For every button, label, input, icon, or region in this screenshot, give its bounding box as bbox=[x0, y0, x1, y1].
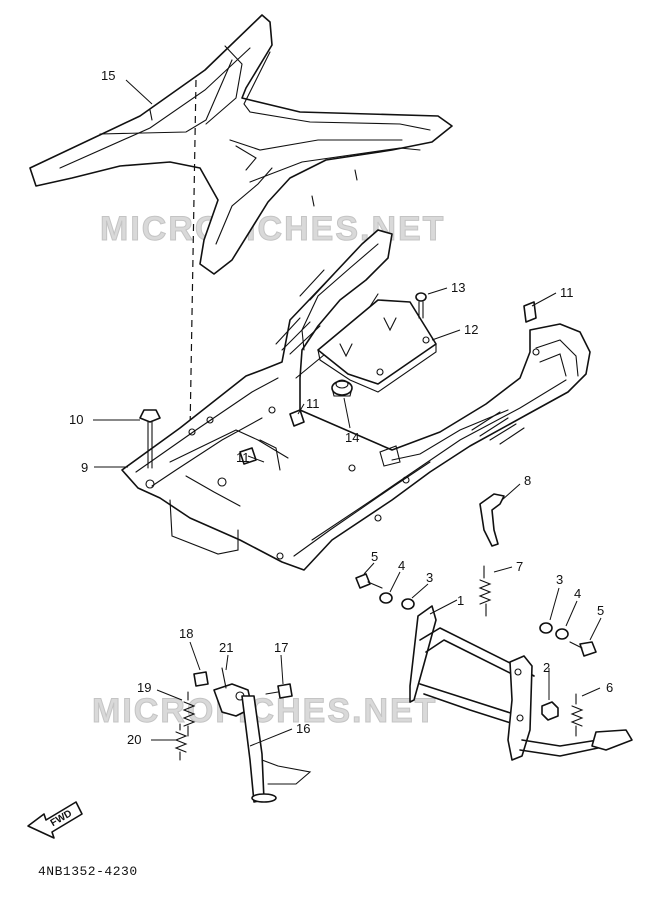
callout-20: 20 bbox=[127, 732, 141, 747]
callout-11-c: 11 bbox=[560, 285, 574, 300]
callout-labels: 15 10 9 11 11 11 13 12 14 8 7 1 2 6 5 4 … bbox=[69, 68, 613, 747]
screw-part-13 bbox=[415, 292, 427, 319]
clip-part-11-c bbox=[523, 301, 537, 323]
callout-16: 16 bbox=[296, 721, 310, 736]
callout-7: 7 bbox=[516, 559, 523, 574]
callout-9: 9 bbox=[81, 460, 88, 475]
grommet-part-14 bbox=[331, 379, 353, 397]
watermark-bottom: MICROFICHES.NET bbox=[92, 692, 437, 730]
callout-5-right: 5 bbox=[597, 603, 604, 618]
callout-6: 6 bbox=[606, 680, 613, 695]
washer-part-4-left bbox=[379, 592, 393, 604]
callout-14: 14 bbox=[345, 430, 359, 445]
cover-plate-part bbox=[317, 299, 437, 393]
side-stand-part bbox=[213, 683, 312, 803]
callout-21: 21 bbox=[219, 640, 233, 655]
collar-part-2 bbox=[541, 701, 559, 721]
callout-19: 19 bbox=[137, 680, 151, 695]
spring-part-7 bbox=[478, 565, 492, 617]
footrest-board-part bbox=[121, 229, 591, 571]
bolt-part-5-left bbox=[355, 573, 383, 589]
stopper-part-8 bbox=[479, 493, 505, 547]
washer-part-4-right bbox=[555, 628, 569, 640]
main-stand-part bbox=[409, 605, 633, 761]
callout-18: 18 bbox=[179, 626, 193, 641]
callout-3-left: 3 bbox=[426, 570, 433, 585]
spring-part-20 bbox=[174, 723, 188, 761]
bolt-part-17 bbox=[265, 683, 293, 699]
clip-part-11-a bbox=[289, 409, 305, 427]
callout-12: 12 bbox=[464, 322, 478, 337]
callout-4-left: 4 bbox=[398, 558, 405, 573]
callout-3-right: 3 bbox=[556, 572, 563, 587]
nut-part-18 bbox=[193, 671, 209, 687]
callout-4-right: 4 bbox=[574, 586, 581, 601]
callout-17: 17 bbox=[274, 640, 288, 655]
callout-5-left: 5 bbox=[371, 549, 378, 564]
diagram-code: 4NB1352-4230 bbox=[38, 864, 138, 879]
callout-1: 1 bbox=[457, 593, 464, 608]
callout-2: 2 bbox=[543, 660, 550, 675]
callout-11-a: 11 bbox=[306, 396, 320, 411]
alignment-line bbox=[189, 79, 197, 433]
fwd-arrow-icon: FWD bbox=[27, 801, 83, 839]
callout-8: 8 bbox=[524, 473, 531, 488]
callout-13: 13 bbox=[451, 280, 465, 295]
callout-15: 15 bbox=[101, 68, 115, 83]
spring-part-6 bbox=[570, 693, 584, 737]
pin-part-21 bbox=[221, 667, 227, 689]
spring-part-19 bbox=[182, 691, 196, 737]
bushing-part-3-right bbox=[539, 622, 553, 634]
leader-lines bbox=[93, 79, 602, 747]
bolt-part-5-right bbox=[569, 641, 597, 657]
callout-10: 10 bbox=[69, 412, 83, 427]
floor-mat-part bbox=[29, 14, 453, 275]
watermark-top: MICROFICHES.NET bbox=[100, 210, 445, 248]
bushing-part-3-left bbox=[401, 598, 415, 610]
callout-11-b: 11 bbox=[236, 450, 250, 465]
bolt-part-10 bbox=[139, 409, 161, 469]
